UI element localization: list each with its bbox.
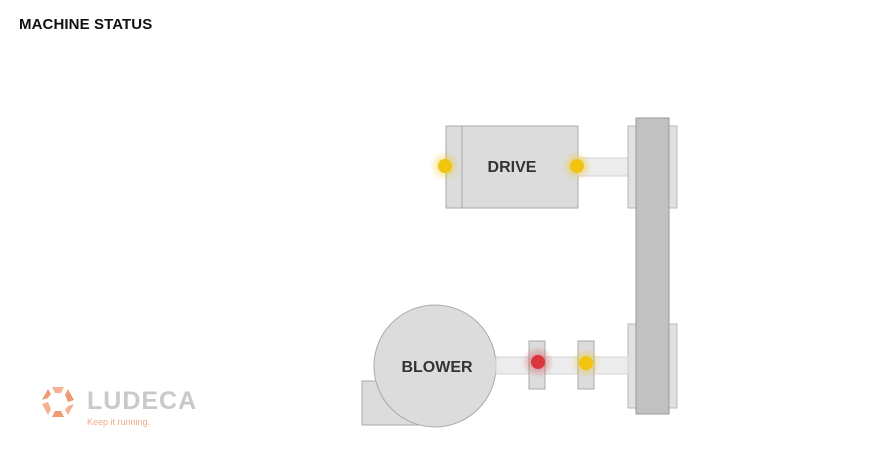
drive-label: DRIVE <box>488 159 537 176</box>
drive-outboard-indicator[interactable] <box>430 151 460 181</box>
blower-shaft <box>495 356 629 375</box>
blower-inboard-status-dot <box>531 355 545 369</box>
drive-outboard-status-dot <box>438 159 452 173</box>
blower-label: BLOWER <box>401 359 473 376</box>
blower-outboard-status-dot <box>579 356 593 370</box>
drive-inboard-indicator[interactable] <box>562 151 592 181</box>
blower-unit[interactable]: BLOWER <box>361 304 497 428</box>
brand-tagline: Keep it running. <box>87 417 151 427</box>
belt <box>635 117 670 415</box>
drive-unit[interactable]: DRIVE <box>445 125 579 209</box>
drive-body <box>461 125 579 209</box>
ludeca-logo: LUDECA Keep it running. <box>38 384 198 434</box>
page-title: MACHINE STATUS <box>19 16 153 33</box>
ludeca-hexagon-logo-icon <box>42 387 74 417</box>
blower-outboard-indicator[interactable] <box>571 348 601 378</box>
blower-inboard-indicator[interactable] <box>522 346 554 378</box>
drive-inboard-status-dot <box>570 159 584 173</box>
brand-name: LUDECA <box>87 387 198 415</box>
